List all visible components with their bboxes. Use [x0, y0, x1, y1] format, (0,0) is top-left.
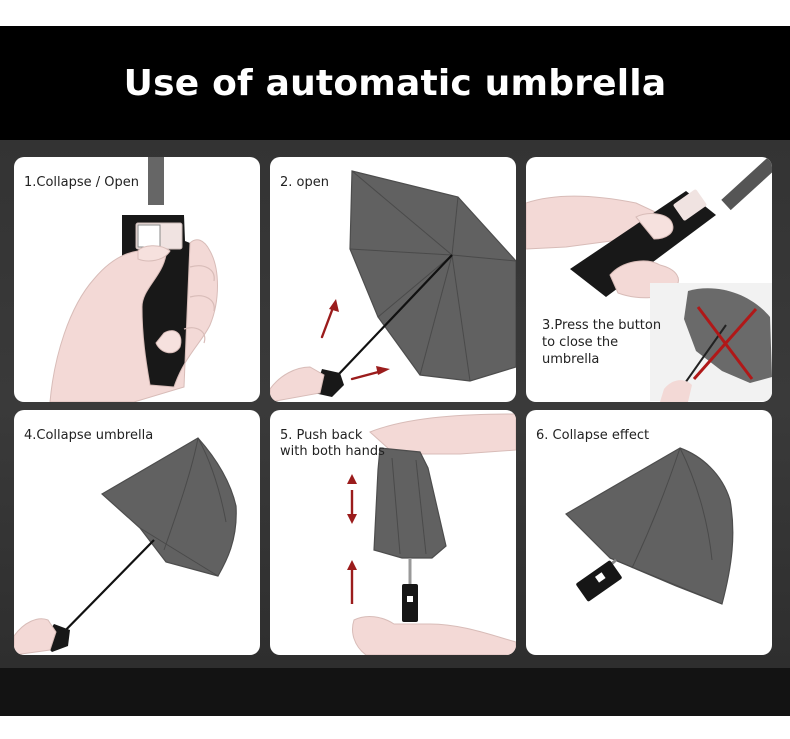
- open-umbrella-icon: [270, 170, 516, 402]
- collapsing-umbrella-icon: [14, 437, 237, 655]
- step-panel-4: 4.Collapse umbrella: [14, 410, 260, 655]
- header-bar: [0, 26, 790, 140]
- step-label-1: 1.Collapse / Open: [24, 175, 140, 190]
- step-panel-6: 6. Collapse effect: [526, 410, 772, 655]
- step-label-6: 6. Collapse effect: [536, 428, 650, 443]
- step-label-4: 4.Collapse umbrella: [24, 428, 154, 443]
- step-panel-5: 5. Push back with both hands: [270, 410, 516, 655]
- step-panel-2: 2. open: [270, 157, 516, 402]
- top-margin: [0, 0, 790, 26]
- step-label-2: 2. open: [280, 175, 329, 190]
- page-title: Use of automatic umbrella: [123, 62, 667, 104]
- step-panel-3: 3.Press the button to close the umbrella: [526, 157, 772, 402]
- bottom-margin: [0, 716, 790, 739]
- bottom-bar: [0, 668, 790, 716]
- hand-holding-handle-icon: [49, 157, 218, 402]
- push-back-hands-icon: [347, 413, 516, 655]
- step-label-3: 3.Press the button to close the umbrella: [542, 318, 662, 367]
- step-label-5: 5. Push back with both hands: [280, 428, 385, 459]
- collapsed-umbrella-icon: [565, 447, 734, 605]
- step-panel-1: 1.Collapse / Open: [14, 157, 260, 402]
- press-button-icon: [526, 157, 772, 402]
